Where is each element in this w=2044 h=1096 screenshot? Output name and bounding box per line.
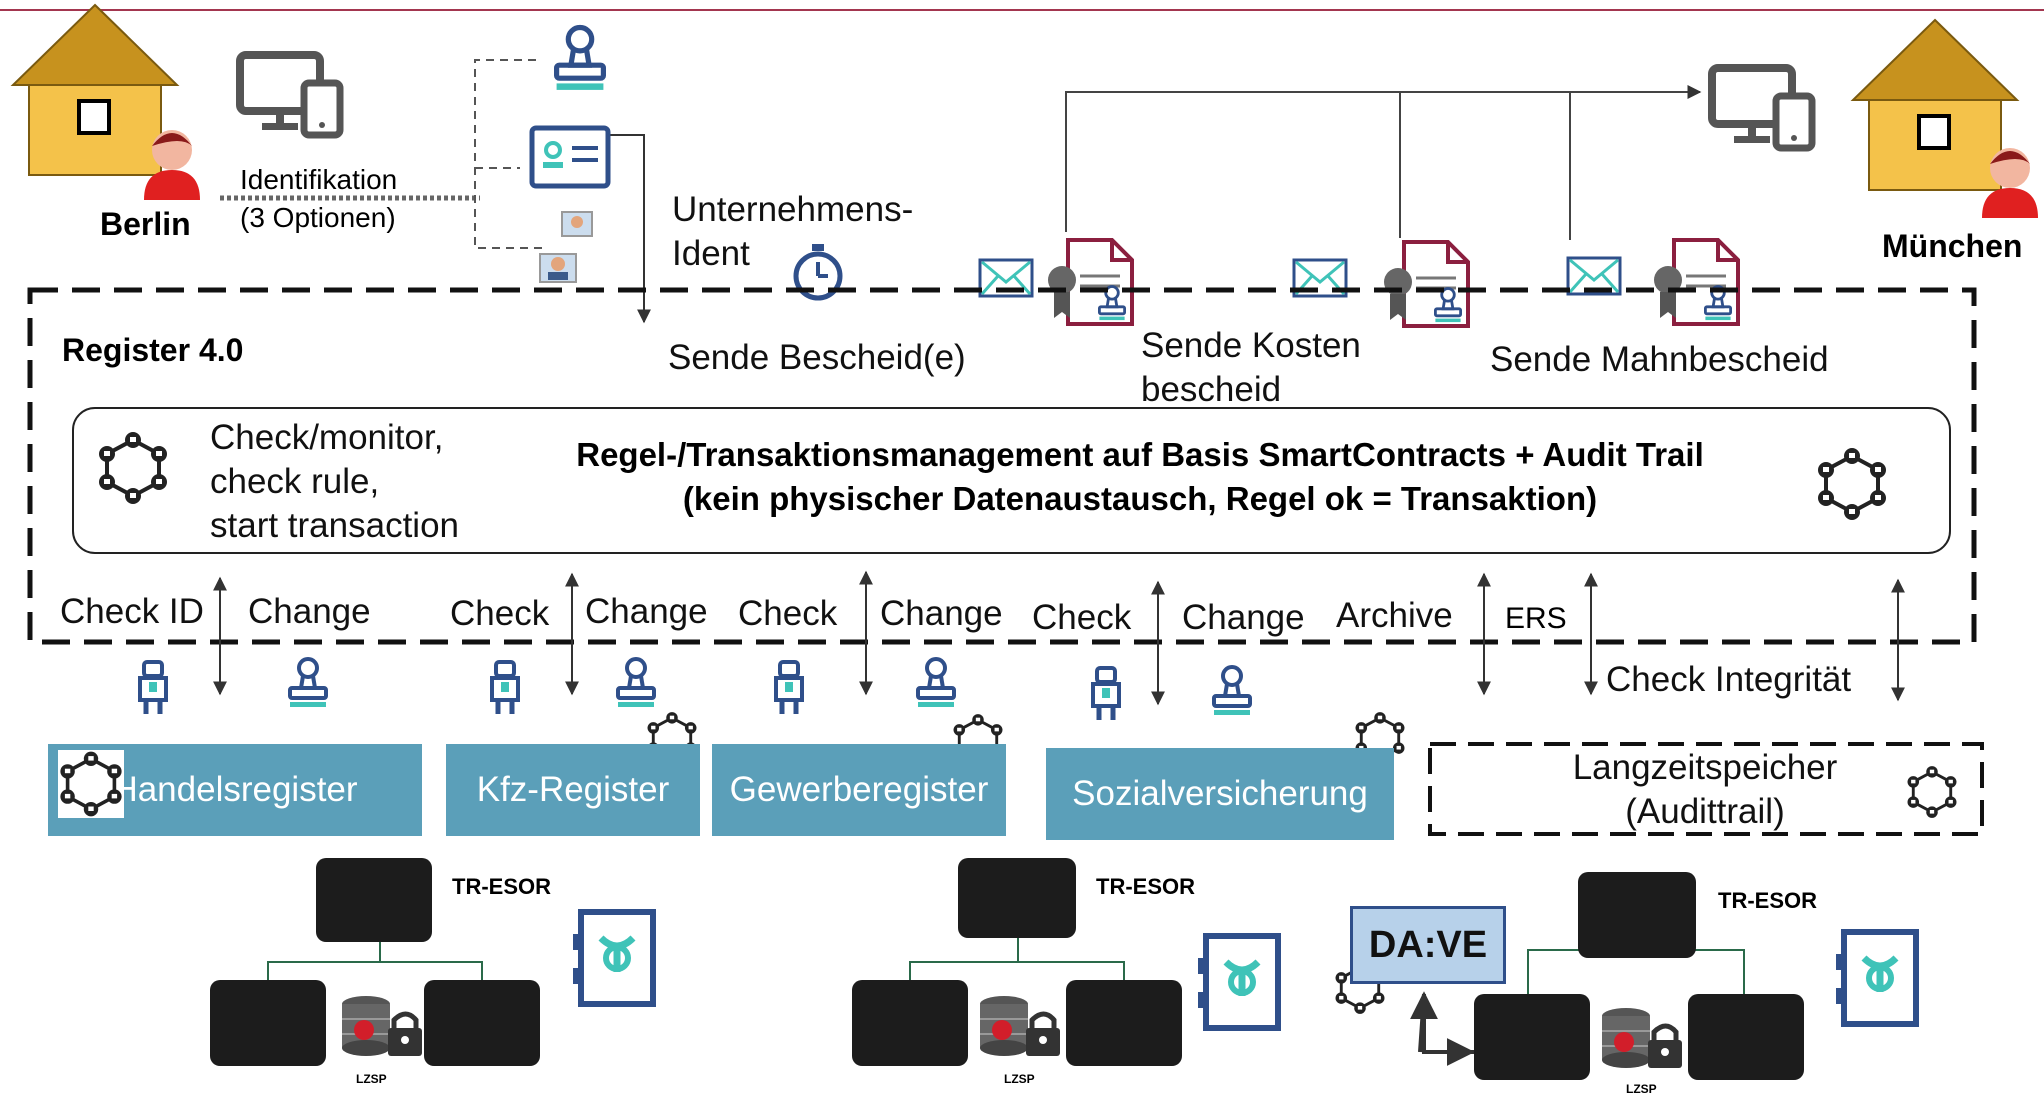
server-box-3-left (1474, 994, 1590, 1080)
robot-icon-4 (1093, 668, 1119, 720)
blockchain-handels-icon (58, 750, 124, 818)
action-change-2: Change (585, 592, 708, 631)
action-change-1: Change (248, 592, 371, 631)
vault-icon-2 (1198, 936, 1278, 1028)
video-ident-icon (539, 211, 593, 283)
stamp-icon-3 (916, 657, 956, 709)
server-box-1-top (316, 858, 432, 942)
action-check-integritaet: Check Integrität (1606, 660, 1852, 699)
company-ident-label-1: Unternehmens- (672, 190, 914, 229)
action-check-2: Check (450, 594, 550, 633)
action-change-3: Change (880, 594, 1003, 633)
database-lock-icon-2 (980, 996, 1060, 1056)
action-archive: Archive (1336, 596, 1453, 635)
company-ident-label-2: Ident (672, 234, 750, 273)
tr-esor-label-1: TR-ESOR (452, 874, 551, 899)
send-mahn-label: Sende Mahnbescheid (1490, 340, 1829, 379)
stamp-ident-icon (557, 28, 604, 90)
server-box-1-left (210, 980, 326, 1066)
city-berlin: Berlin (100, 206, 191, 242)
vault-icon-1 (573, 912, 653, 1004)
devices-right-icon (1712, 68, 1812, 148)
stopwatch-icon (793, 244, 843, 301)
stamp-icon-4 (1212, 665, 1252, 717)
blockchain-badge-handels (58, 750, 124, 818)
lzsp-label-1: LZSP (356, 1072, 387, 1086)
langzeitspeicher-frame (1428, 742, 1984, 836)
rules-main-line-2: (kein physischer Datenaustausch, Regel o… (682, 480, 1598, 517)
certificate-icon-2 (1382, 240, 1470, 328)
city-muenchen: München (1882, 228, 2023, 264)
send-kosten-label-1: Sende Kosten (1141, 326, 1361, 365)
action-check-id: Check ID (60, 592, 204, 631)
server-box-2-right (1066, 980, 1182, 1066)
langzeit-label-1: Langzeitspeicher (1572, 748, 1838, 787)
rules-main-line-1: Regel-/Transaktionsmanagement auf Basis … (576, 436, 1704, 473)
rules-box (72, 407, 1951, 554)
rules-check-line-1: Check/monitor, (210, 418, 444, 457)
server-box-3-top (1578, 872, 1696, 958)
server-box-2-top (958, 858, 1076, 938)
identification-label-1: Identifikation (240, 164, 398, 195)
server-box-2-left (852, 980, 968, 1066)
send-bescheid-label: Sende Bescheid(e) (668, 338, 966, 377)
robot-icon-2 (492, 662, 518, 714)
register-title: Register 4.0 (62, 332, 244, 368)
id-card-icon (529, 125, 611, 189)
register-gewerbe-label: Gewerberegister (729, 770, 989, 809)
certificate-icon-1 (1046, 238, 1134, 326)
stamp-icon-2 (616, 657, 656, 709)
certificate-icon-3 (1652, 238, 1740, 326)
action-check-4: Check (1032, 598, 1132, 637)
identification-label-2: (3 Optionen) (240, 202, 396, 233)
lzsp-label-3: LZSP (1626, 1082, 1657, 1096)
action-check-3: Check (738, 594, 838, 633)
register-sozialversicherung: Sozialversicherung (1046, 748, 1394, 840)
action-ers: ERS (1505, 602, 1567, 635)
register-frame (27, 287, 1977, 645)
devices-left-icon (240, 55, 340, 135)
stamp-icon-1 (288, 657, 328, 709)
register-kfz-label: Kfz-Register (476, 770, 670, 809)
register-gewerbe: Gewerberegister (712, 744, 1006, 836)
send-kosten-label-2: bescheid (1141, 370, 1282, 409)
dave-box: DA:VE (1350, 906, 1506, 984)
server-box-3-right (1688, 994, 1804, 1080)
register-kfz: Kfz-Register (446, 744, 700, 836)
server-box-1-right (424, 980, 540, 1066)
action-change-4: Change (1182, 598, 1305, 637)
rules-check-line-3: start transaction (210, 506, 459, 545)
robot-icon-1 (140, 662, 166, 714)
lzsp-label-2: LZSP (1004, 1072, 1035, 1086)
tr-esor-label-2: TR-ESOR (1096, 874, 1195, 899)
blockchain-icon-langzeit (1906, 764, 1958, 820)
dave-label: DA:VE (1368, 923, 1488, 966)
langzeit-label-2: (Audittrail) (1625, 792, 1785, 831)
register-sozial-label: Sozialversicherung (1072, 774, 1368, 813)
robot-icon-3 (776, 662, 802, 714)
database-lock-icon-1 (342, 996, 422, 1056)
database-lock-icon-3 (1602, 1008, 1682, 1068)
rules-check-line-2: check rule, (210, 462, 380, 501)
register-handelsregister-label: Handelsregister (112, 770, 358, 809)
vault-icon-3 (1836, 932, 1916, 1024)
tr-esor-label-3: TR-ESOR (1718, 888, 1817, 913)
